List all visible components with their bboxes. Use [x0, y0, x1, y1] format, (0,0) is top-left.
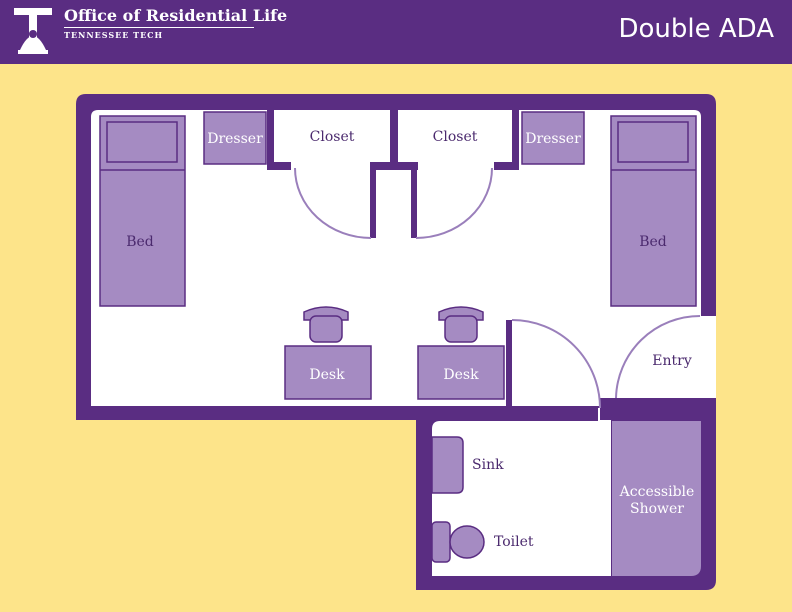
closet-right-label: Closet: [433, 129, 478, 145]
dresser-right: [521, 111, 585, 165]
chair-right-icon: [438, 306, 484, 343]
toilet-icon: [431, 521, 485, 563]
shower-label-line1: Accessible: [619, 484, 695, 500]
brand-subtitle: TENNESSEE TECH: [64, 30, 164, 40]
dresser-left-label: Dresser: [207, 131, 263, 147]
brand-divider: [64, 27, 254, 28]
closet-door-right-arc: [415, 167, 493, 239]
entry-label: Entry: [652, 353, 692, 369]
closet-wall-left-side: [267, 110, 274, 170]
brand-title: Office of Residential Life: [64, 6, 288, 25]
header-bar: Office of Residential Life TENNESSEE TEC…: [0, 0, 792, 64]
entry-wall-lower: [600, 398, 716, 420]
desk-left: [284, 345, 372, 400]
room-type-title: Double ADA: [618, 14, 774, 44]
bed-left: [99, 115, 186, 307]
entry-door-arc: [615, 315, 701, 399]
tennessee-tech-logo-icon: [14, 8, 52, 54]
closet-wall-center: [390, 110, 398, 168]
shower-label-line2: Shower: [630, 501, 684, 517]
closet-wall-jamb-left: [370, 162, 376, 238]
closet-door-left-arc: [294, 167, 372, 239]
closet-wall-jamb-right: [411, 162, 417, 238]
sink-label: Sink: [472, 457, 504, 473]
bed-right: [610, 115, 697, 307]
toilet-label: Toilet: [494, 534, 534, 550]
chair-left-icon: [303, 306, 349, 343]
desk-left-label: Desk: [309, 367, 345, 383]
sink-icon: [431, 436, 464, 494]
accessible-shower: [612, 421, 701, 576]
main-room-floor: [91, 110, 716, 406]
bed-left-label: Bed: [126, 234, 154, 250]
bathroom-door-arc: [511, 319, 601, 409]
closet-left-label: Closet: [310, 129, 355, 145]
closet-wall-left-front: [267, 162, 291, 170]
closet-wall-right-side: [512, 110, 519, 170]
desk-right: [417, 345, 505, 400]
bed-right-label: Bed: [639, 234, 667, 250]
dresser-right-label: Dresser: [525, 131, 581, 147]
closet-wall-center-front: [370, 162, 418, 170]
desk-right-label: Desk: [443, 367, 479, 383]
closet-wall-right-front: [494, 162, 519, 170]
dresser-left: [203, 111, 267, 165]
bathroom-wall-top: [416, 406, 598, 421]
